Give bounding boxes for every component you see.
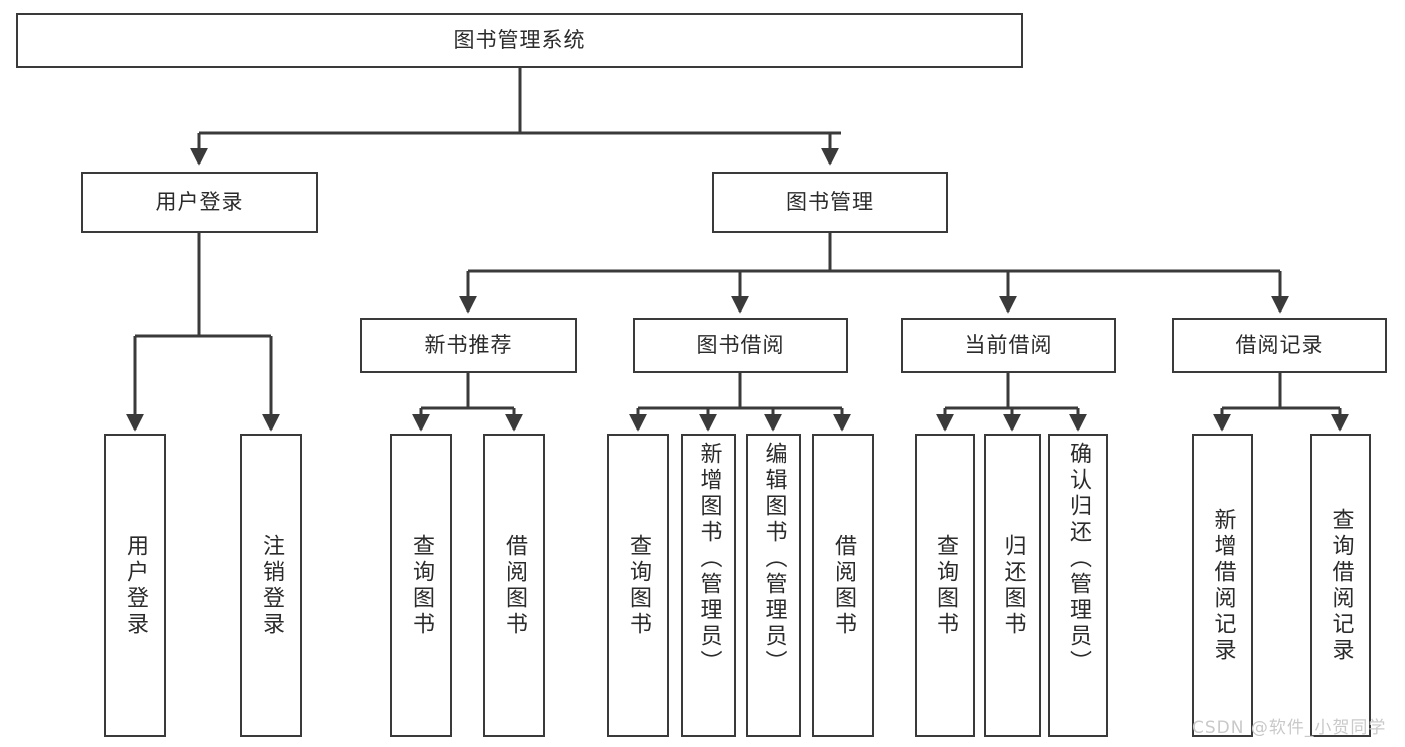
node-label: 新增图书（管理员） [696,442,722,676]
node-user-login[interactable]: 用户登录 [81,172,318,233]
node-book-management[interactable]: 图书管理 [712,172,948,233]
node-borrow-records[interactable]: 借阅记录 [1172,318,1387,373]
node-label: 借阅记录 [1235,332,1324,357]
node-label: 确认归还（管理员） [1066,442,1091,676]
node-new-book-recommend[interactable]: 新书推荐 [360,318,577,373]
node-label: 用户登录 [155,189,244,214]
leaf-return-book[interactable]: 归还图书 [984,434,1041,737]
leaf-query-book-recommend[interactable]: 查询图书 [390,434,452,737]
node-book-borrow[interactable]: 图书借阅 [633,318,848,373]
leaf-add-book-admin[interactable]: 新增图书（管理员） [681,434,736,737]
node-label: 新增借阅记录 [1210,507,1236,664]
node-label: 当前借阅 [964,332,1053,357]
leaf-logout[interactable]: 注销登录 [240,434,302,737]
node-label: 编辑图书（管理员） [761,442,787,676]
leaf-borrow-book[interactable]: 借阅图书 [812,434,874,737]
node-current-borrow[interactable]: 当前借阅 [901,318,1116,373]
node-label: 归还图书 [1000,533,1026,638]
leaf-edit-book-admin[interactable]: 编辑图书（管理员） [746,434,801,737]
node-label: 查询图书 [409,533,434,638]
node-label: 新书推荐 [424,332,513,357]
node-label: 查询借阅记录 [1328,507,1354,664]
leaf-borrow-book-recommend[interactable]: 借阅图书 [483,434,545,737]
node-label: 用户登录 [123,533,148,638]
node-label: 借阅图书 [831,533,856,638]
leaf-confirm-return-admin[interactable]: 确认归还（管理员） [1048,434,1108,737]
leaf-query-book-current[interactable]: 查询图书 [915,434,975,737]
node-root-system[interactable]: 图书管理系统 [16,13,1023,68]
leaf-query-book-borrow[interactable]: 查询图书 [607,434,669,737]
node-label: 查询图书 [626,533,651,638]
node-label: 注销登录 [259,533,284,638]
node-label: 借阅图书 [502,533,527,638]
leaf-query-borrow-record[interactable]: 查询借阅记录 [1310,434,1371,737]
leaf-add-borrow-record[interactable]: 新增借阅记录 [1192,434,1253,737]
node-label: 图书管理系统 [453,27,586,52]
node-label: 图书管理 [786,189,874,214]
node-label: 查询图书 [933,533,958,638]
leaf-user-login[interactable]: 用户登录 [104,434,166,737]
node-label: 图书借阅 [696,332,785,357]
